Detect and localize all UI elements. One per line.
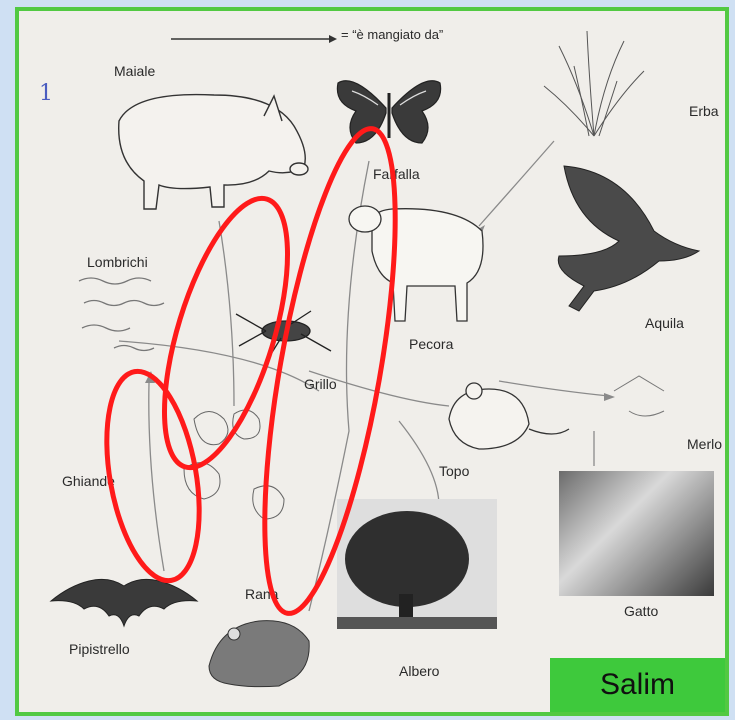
- worksheet-photo: = “è mangiato da” 1: [15, 7, 729, 716]
- red-circle-2: [92, 364, 214, 588]
- red-marker-annotations: [19, 11, 729, 716]
- author-name-badge: Salim: [550, 658, 725, 712]
